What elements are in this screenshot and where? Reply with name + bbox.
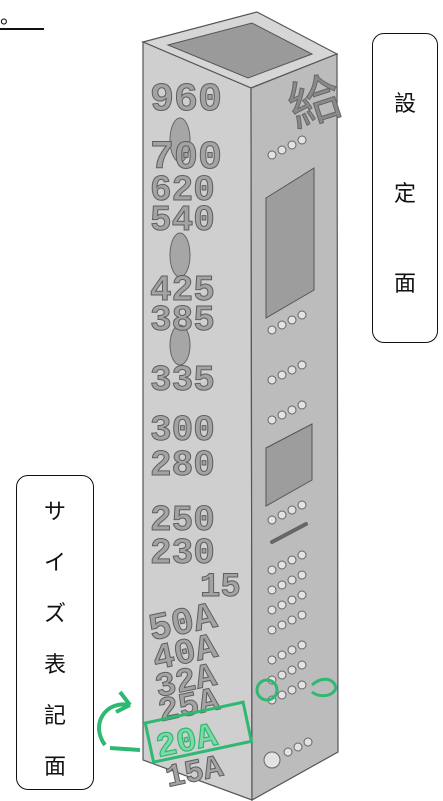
highlight-ring [255, 678, 279, 702]
callout-char: サ [43, 500, 66, 525]
rotate-arrow-head [115, 690, 132, 714]
size-face-callout: サ イ ズ 表 記 面 [16, 475, 94, 790]
callout-char: 面 [43, 755, 66, 780]
hole-pattern [263, 135, 313, 769]
rotate-arrow-tail [109, 746, 141, 752]
size-label: 620 [150, 170, 215, 211]
size-label: 250 [150, 500, 215, 541]
corner-underline [0, 28, 44, 30]
size-label: 540 [150, 200, 215, 241]
size-label: 385 [150, 300, 215, 341]
callout-char: イ [43, 551, 66, 576]
lower-window [265, 423, 313, 507]
slot-1 [169, 117, 191, 163]
callout-char: 表 [43, 653, 66, 678]
callout-char: ズ [43, 602, 66, 627]
size-label: 335 [150, 360, 215, 401]
callout-char: 定 [393, 182, 416, 207]
size-label: 300 [150, 410, 215, 451]
corner-mark: 。 [0, 4, 20, 28]
callout-char: 記 [43, 704, 66, 729]
callout-char: 設 [393, 92, 416, 117]
side-slot [270, 522, 308, 544]
settings-face-callout: 設 定 面 [372, 33, 438, 343]
slot-3 [169, 324, 191, 366]
size-label: 425 [150, 270, 215, 311]
rotate-arrow-icon [97, 702, 131, 747]
part-top-opening [166, 22, 314, 79]
size-label: 700 [150, 136, 222, 181]
size-label: 230 [150, 533, 215, 574]
callout-char: 面 [393, 272, 416, 297]
size-label: 960 [150, 78, 222, 123]
size-label: 280 [150, 445, 215, 486]
size-label: 15 [200, 569, 241, 607]
turn-arrow-icon [310, 677, 338, 698]
highlight-frame [143, 700, 254, 764]
slot-2 [169, 232, 191, 278]
upper-window [265, 167, 315, 319]
